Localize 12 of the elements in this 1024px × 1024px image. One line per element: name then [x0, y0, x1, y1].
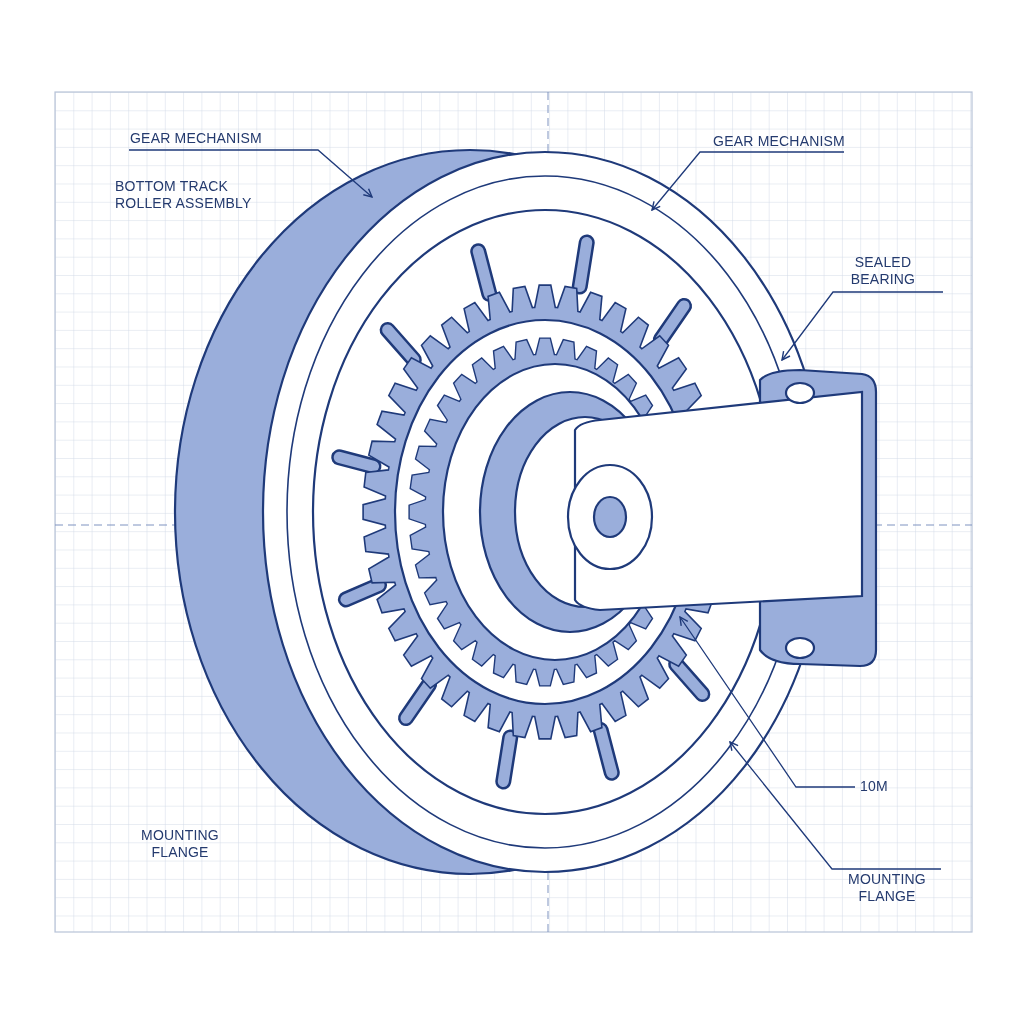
leader-line	[729, 741, 942, 870]
callout-label: SEALED BEARING	[822, 252, 944, 292]
part-label: MOUNTING FLANGE	[140, 827, 220, 862]
leader-line	[781, 291, 944, 361]
part-label: BOTTOM TRACK ROLLER ASSEMBLY	[115, 178, 253, 213]
callout-label: 10M	[855, 778, 915, 796]
callout-label: GEAR MECHANISM	[700, 133, 845, 152]
leader-line	[128, 149, 373, 198]
callout-label: GEAR MECHANISM	[128, 130, 318, 150]
callout-label: MOUNTING FLANGE	[832, 869, 942, 909]
leader-line	[679, 616, 856, 788]
leader-line	[651, 151, 845, 211]
